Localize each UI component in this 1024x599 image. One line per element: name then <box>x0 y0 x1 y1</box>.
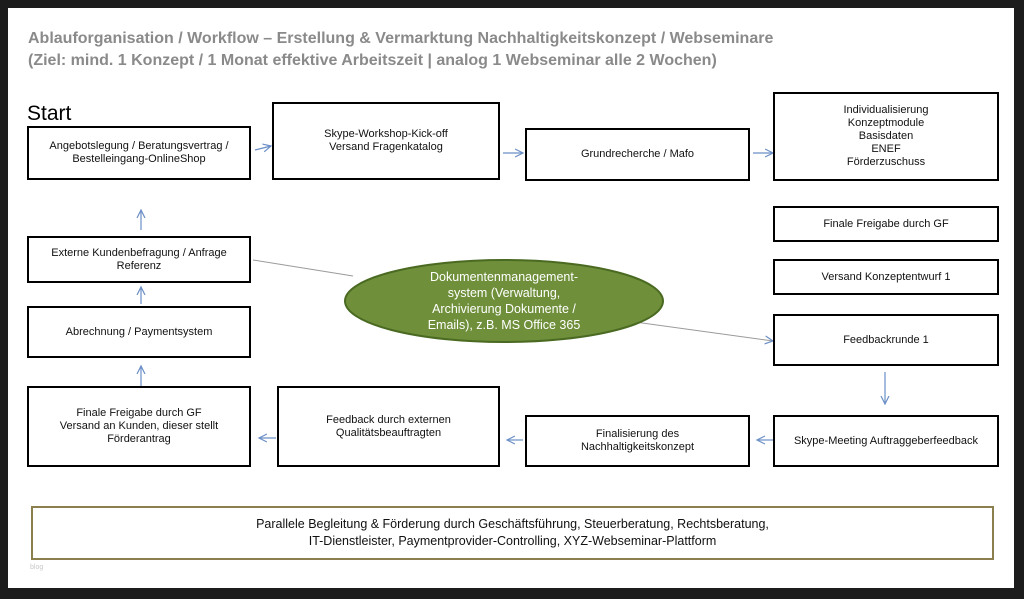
step-angebotslegung: Angebotslegung / Beratungsvertrag / Best… <box>27 126 251 180</box>
connector-layer <box>8 8 1014 588</box>
step-kundenbefragung: Externe Kundenbefragung / Anfrage Refere… <box>27 236 251 283</box>
diagram-canvas: Ablauforganisation / Workflow – Erstellu… <box>8 8 1014 588</box>
title-line-2: (Ziel: mind. 1 Konzept / 1 Monat effekti… <box>28 52 717 69</box>
start-label: Start <box>27 102 72 125</box>
document-management-label: Dokumentenmanagement- system (Verwaltung… <box>427 270 581 332</box>
step-feedbackrunde: Feedbackrunde 1 <box>773 314 999 366</box>
step-finale-freigabe-versand: Finale Freigabe durch GF Versand an Kund… <box>27 386 251 467</box>
step-finalisierung: Finalisierung des Nachhaltigkeitskonzept <box>525 415 750 467</box>
step-abrechnung: Abrechnung / Paymentsystem <box>27 306 251 358</box>
watermark: blog <box>30 564 44 571</box>
parallel-support-box: Parallele Begleitung & Förderung durch G… <box>31 506 994 560</box>
connector-ellipse-to-feedbackrunde <box>627 320 773 341</box>
step-skype-meeting: Skype-Meeting Auftraggeberfeedback <box>773 415 999 467</box>
document-management-ellipse <box>344 259 664 343</box>
diagram-title: Ablauforganisation / Workflow – Erstellu… <box>28 28 773 72</box>
arrow-angebot-to-kickoff <box>254 146 271 150</box>
step-feedback-extern: Feedback durch externen Qualitätsbeauftr… <box>277 386 500 467</box>
step-finale-freigabe-gf: Finale Freigabe durch GF <box>773 206 999 242</box>
connector-ellipse-to-kundenbefragung <box>252 259 354 277</box>
step-skype-kickoff: Skype-Workshop-Kick-off Versand Fragenka… <box>272 102 500 180</box>
step-versand-konzeptentwurf: Versand Konzeptentwurf 1 <box>773 259 999 295</box>
step-individualisierung: Individualisierung Konzeptmodule Basisda… <box>773 92 999 181</box>
title-line-1: Ablauforganisation / Workflow – Erstellu… <box>28 30 774 47</box>
step-grundrecherche: Grundrecherche / Mafo <box>525 128 750 181</box>
